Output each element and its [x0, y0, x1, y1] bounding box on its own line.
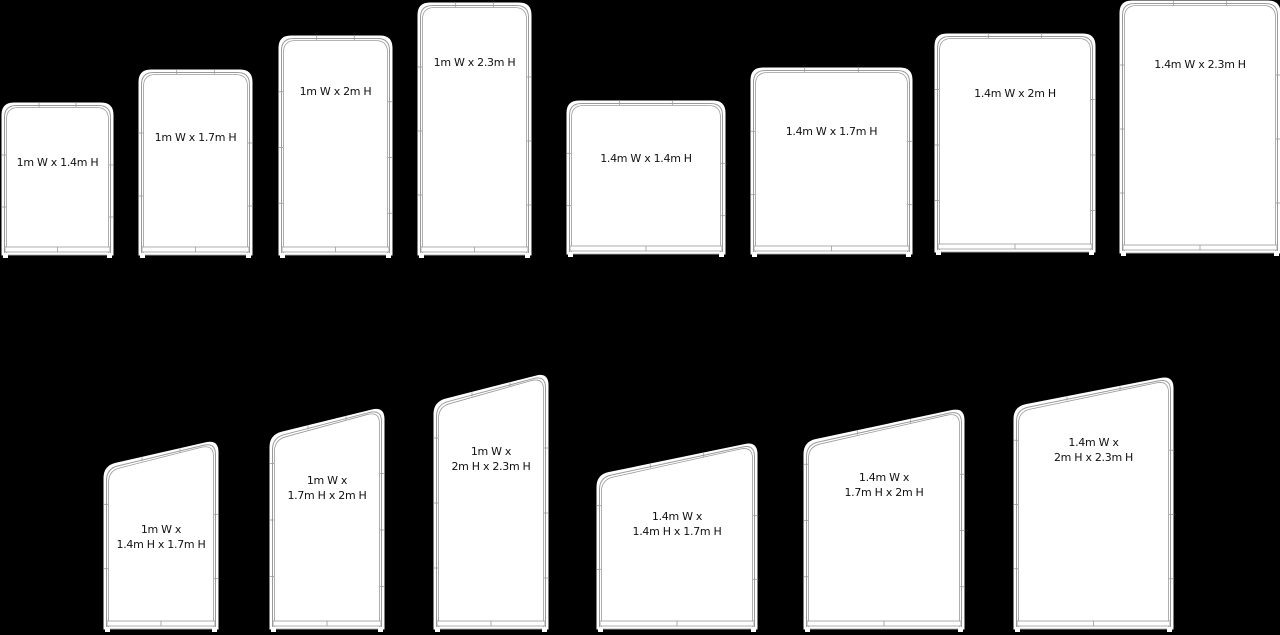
- slanted-panel: 1m W x 1.7m H x 2m H: [269, 407, 385, 633]
- panel-size-label: 1m W x 1.7m H x 2m H: [287, 474, 367, 502]
- straight-panel: 1.4m W x 2m H: [934, 33, 1096, 256]
- panel-frame-icon: [566, 100, 726, 257]
- panel-frame-icon: [278, 35, 393, 258]
- slanted-panel: 1m W x 1.4m H x 1.7m H: [103, 440, 219, 633]
- straight-panel: 1.4m W x 1.7m H: [750, 67, 913, 258]
- slanted-panel: 1.4m W x 2m H x 2.3m H: [1013, 376, 1174, 633]
- panel-frame-icon: [934, 33, 1096, 255]
- straight-panel: 1m W x 1.4m H: [1, 102, 114, 259]
- panel-size-label: 1m W x 1.4m H: [16, 156, 99, 169]
- panel-size-label: 1.4m W x 1.7m H x 2m H: [844, 471, 924, 499]
- panel-frame-icon: [417, 2, 532, 258]
- straight-panel: 1m W x 2.3m H: [417, 2, 532, 259]
- panel-size-label: 1.4m W x 1.4m H x 1.7m H: [632, 510, 722, 538]
- slanted-panel: 1m W x 2m H x 2.3m H: [433, 373, 549, 633]
- panel-size-label: 1.4m W x 1.7m H: [785, 125, 878, 138]
- slanted-panel: 1.4m W x 1.7m H x 2m H: [803, 408, 965, 633]
- panel-size-label: 1m W x 1.7m H: [154, 131, 237, 144]
- panel-size-label: 1m W x 1.4m H x 1.7m H: [116, 523, 206, 551]
- panel-frame-icon: [269, 408, 385, 632]
- panel-frame-icon: [803, 409, 965, 632]
- slanted-panel: 1.4m W x 1.4m H x 1.7m H: [596, 442, 758, 633]
- panel-frame-icon: [750, 67, 913, 257]
- panel-size-label: 1m W x 2.3m H: [433, 56, 516, 69]
- panel-frame-icon: [1013, 377, 1174, 632]
- panel-size-label: 1.4m W x 1.4m H: [600, 152, 692, 165]
- panel-frame-icon: [596, 443, 758, 632]
- panel-size-label: 1.4m W x 2m H: [974, 87, 1056, 100]
- straight-panel: 1m W x 2m H: [278, 35, 393, 259]
- panel-size-label: 1.4m W x 2.3m H: [1154, 58, 1246, 71]
- panel-size-label: 1m W x 2m H: [299, 85, 372, 98]
- straight-panel: 1.4m W x 1.4m H: [566, 100, 726, 258]
- panel-frame-icon: [1, 102, 114, 258]
- straight-panel: 1m W x 1.7m H: [138, 69, 253, 259]
- panel-size-label: 1m W x 2m H x 2.3m H: [451, 445, 531, 473]
- panel-frame-icon: [433, 374, 549, 632]
- panel-size-label: 1.4m W x 2m H x 2.3m H: [1053, 436, 1134, 464]
- panel-frame-icon: [1119, 0, 1280, 256]
- straight-panel: 1.4m W x 2.3m H: [1119, 0, 1280, 257]
- panel-frame-icon: [138, 69, 253, 258]
- panel-frame-icon: [103, 441, 219, 632]
